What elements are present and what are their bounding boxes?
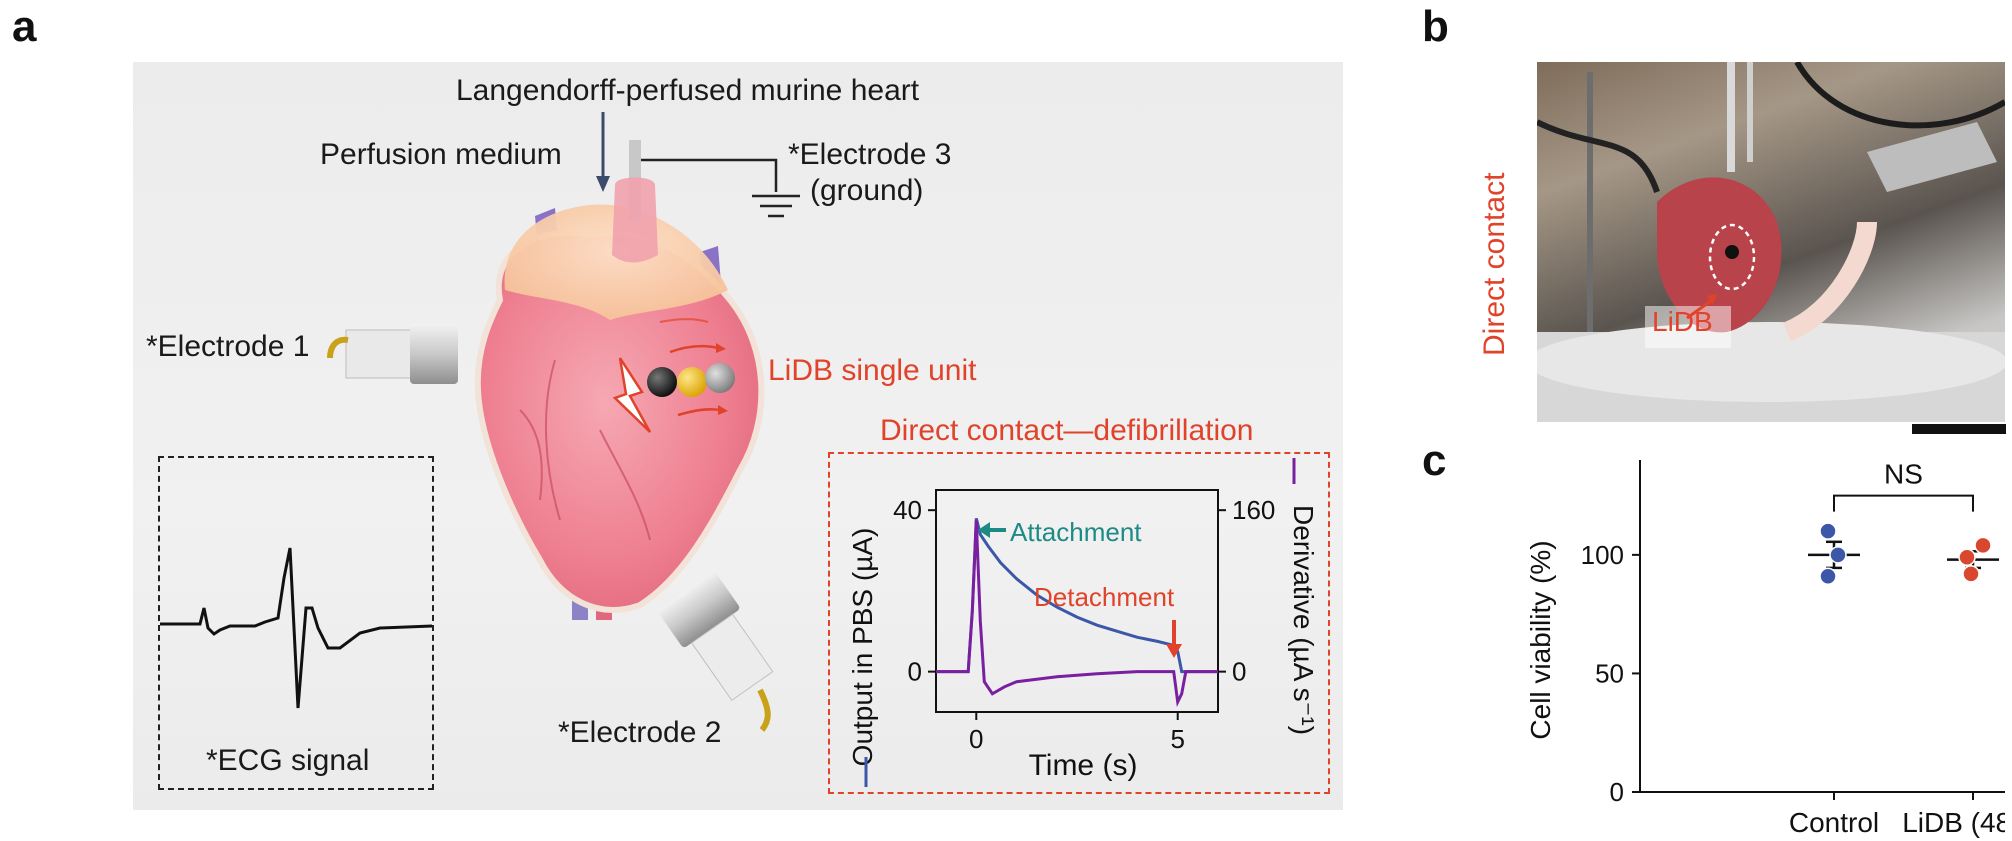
significance-bracket (1833, 494, 1974, 512)
electrode2-label: *Electrode 2 (558, 716, 722, 749)
attachment-label: Attachment (1010, 517, 1142, 547)
direct-contact-box (828, 452, 1330, 794)
chart1-ylabel-right: Derivative (µA s⁻¹) (1288, 505, 1319, 735)
electrode1-label: *Electrode 1 (146, 330, 310, 363)
electrode3-label: *Electrode 3 (788, 138, 952, 171)
chart2-ytick-label: 100 (1581, 540, 1624, 570)
chart2-xtick-label: Control (1789, 807, 1879, 838)
scale-bar (1912, 424, 2006, 434)
panel-letter-b: b (1422, 2, 1449, 51)
chart1-xlabel: Time (s) (1029, 749, 1138, 782)
heart-illustration (327, 112, 800, 732)
chart1-ylabel-left: Output in PBS (µA) (847, 528, 878, 767)
chart1-ytick-right-label: 160 (1232, 495, 1275, 525)
chart2-data-point (1819, 522, 1837, 540)
heart-photo (1537, 62, 2005, 422)
defibrillation-chart: 0 5 0 40 0 160 Attachment Detachment Time (s)… (847, 458, 1319, 787)
chart2-ytick-label: 0 (1610, 777, 1624, 807)
ecg-box (158, 456, 434, 790)
chart1-series-derivative (936, 520, 1218, 707)
chart1-xtick-label: 5 (1170, 724, 1184, 754)
direct-contact-side-label: Direct contact (1478, 172, 1511, 356)
chart2-data-point (1958, 548, 1976, 566)
chart2-data-point (1819, 567, 1837, 585)
chart2-data-point (1962, 565, 1980, 583)
chart2-data-point (1829, 546, 1847, 564)
chart2-ytick-label: 50 (1595, 658, 1624, 688)
photo-illustration (1537, 62, 2005, 422)
ecg-trace (160, 547, 433, 709)
lidb-unit-label: LiDB single unit (768, 354, 977, 387)
chart1-xtick-label: 0 (969, 724, 983, 754)
chart2-xtick-label: LiDB (48 h) (1902, 807, 2005, 838)
chart2-ylabel: Cell viability (%) (1525, 540, 1556, 739)
chart2-data-point (1974, 536, 1992, 555)
perfusion-medium-label: Perfusion medium (320, 138, 562, 171)
chart1-ytick-left-label: 40 (893, 495, 922, 525)
panel-letter-a: a (12, 2, 37, 51)
direct-contact-title: Direct contact—defibrillation (880, 414, 1254, 447)
chart1-ytick-right-label: 0 (1232, 657, 1246, 687)
lidb-photo-label: LiDB (1652, 306, 1713, 337)
electrode3-ground-label: (ground) (810, 174, 924, 207)
significance-label: NS (1884, 459, 1923, 490)
detachment-label: Detachment (1034, 582, 1175, 612)
ecg-signal-label: *ECG signal (206, 744, 370, 777)
heart-title: Langendorff-perfused murine heart (456, 74, 920, 107)
chart1-ytick-left-label: 0 (908, 657, 922, 687)
chart1-frame (935, 489, 1219, 713)
panel-letter-c: c (1422, 436, 1447, 485)
